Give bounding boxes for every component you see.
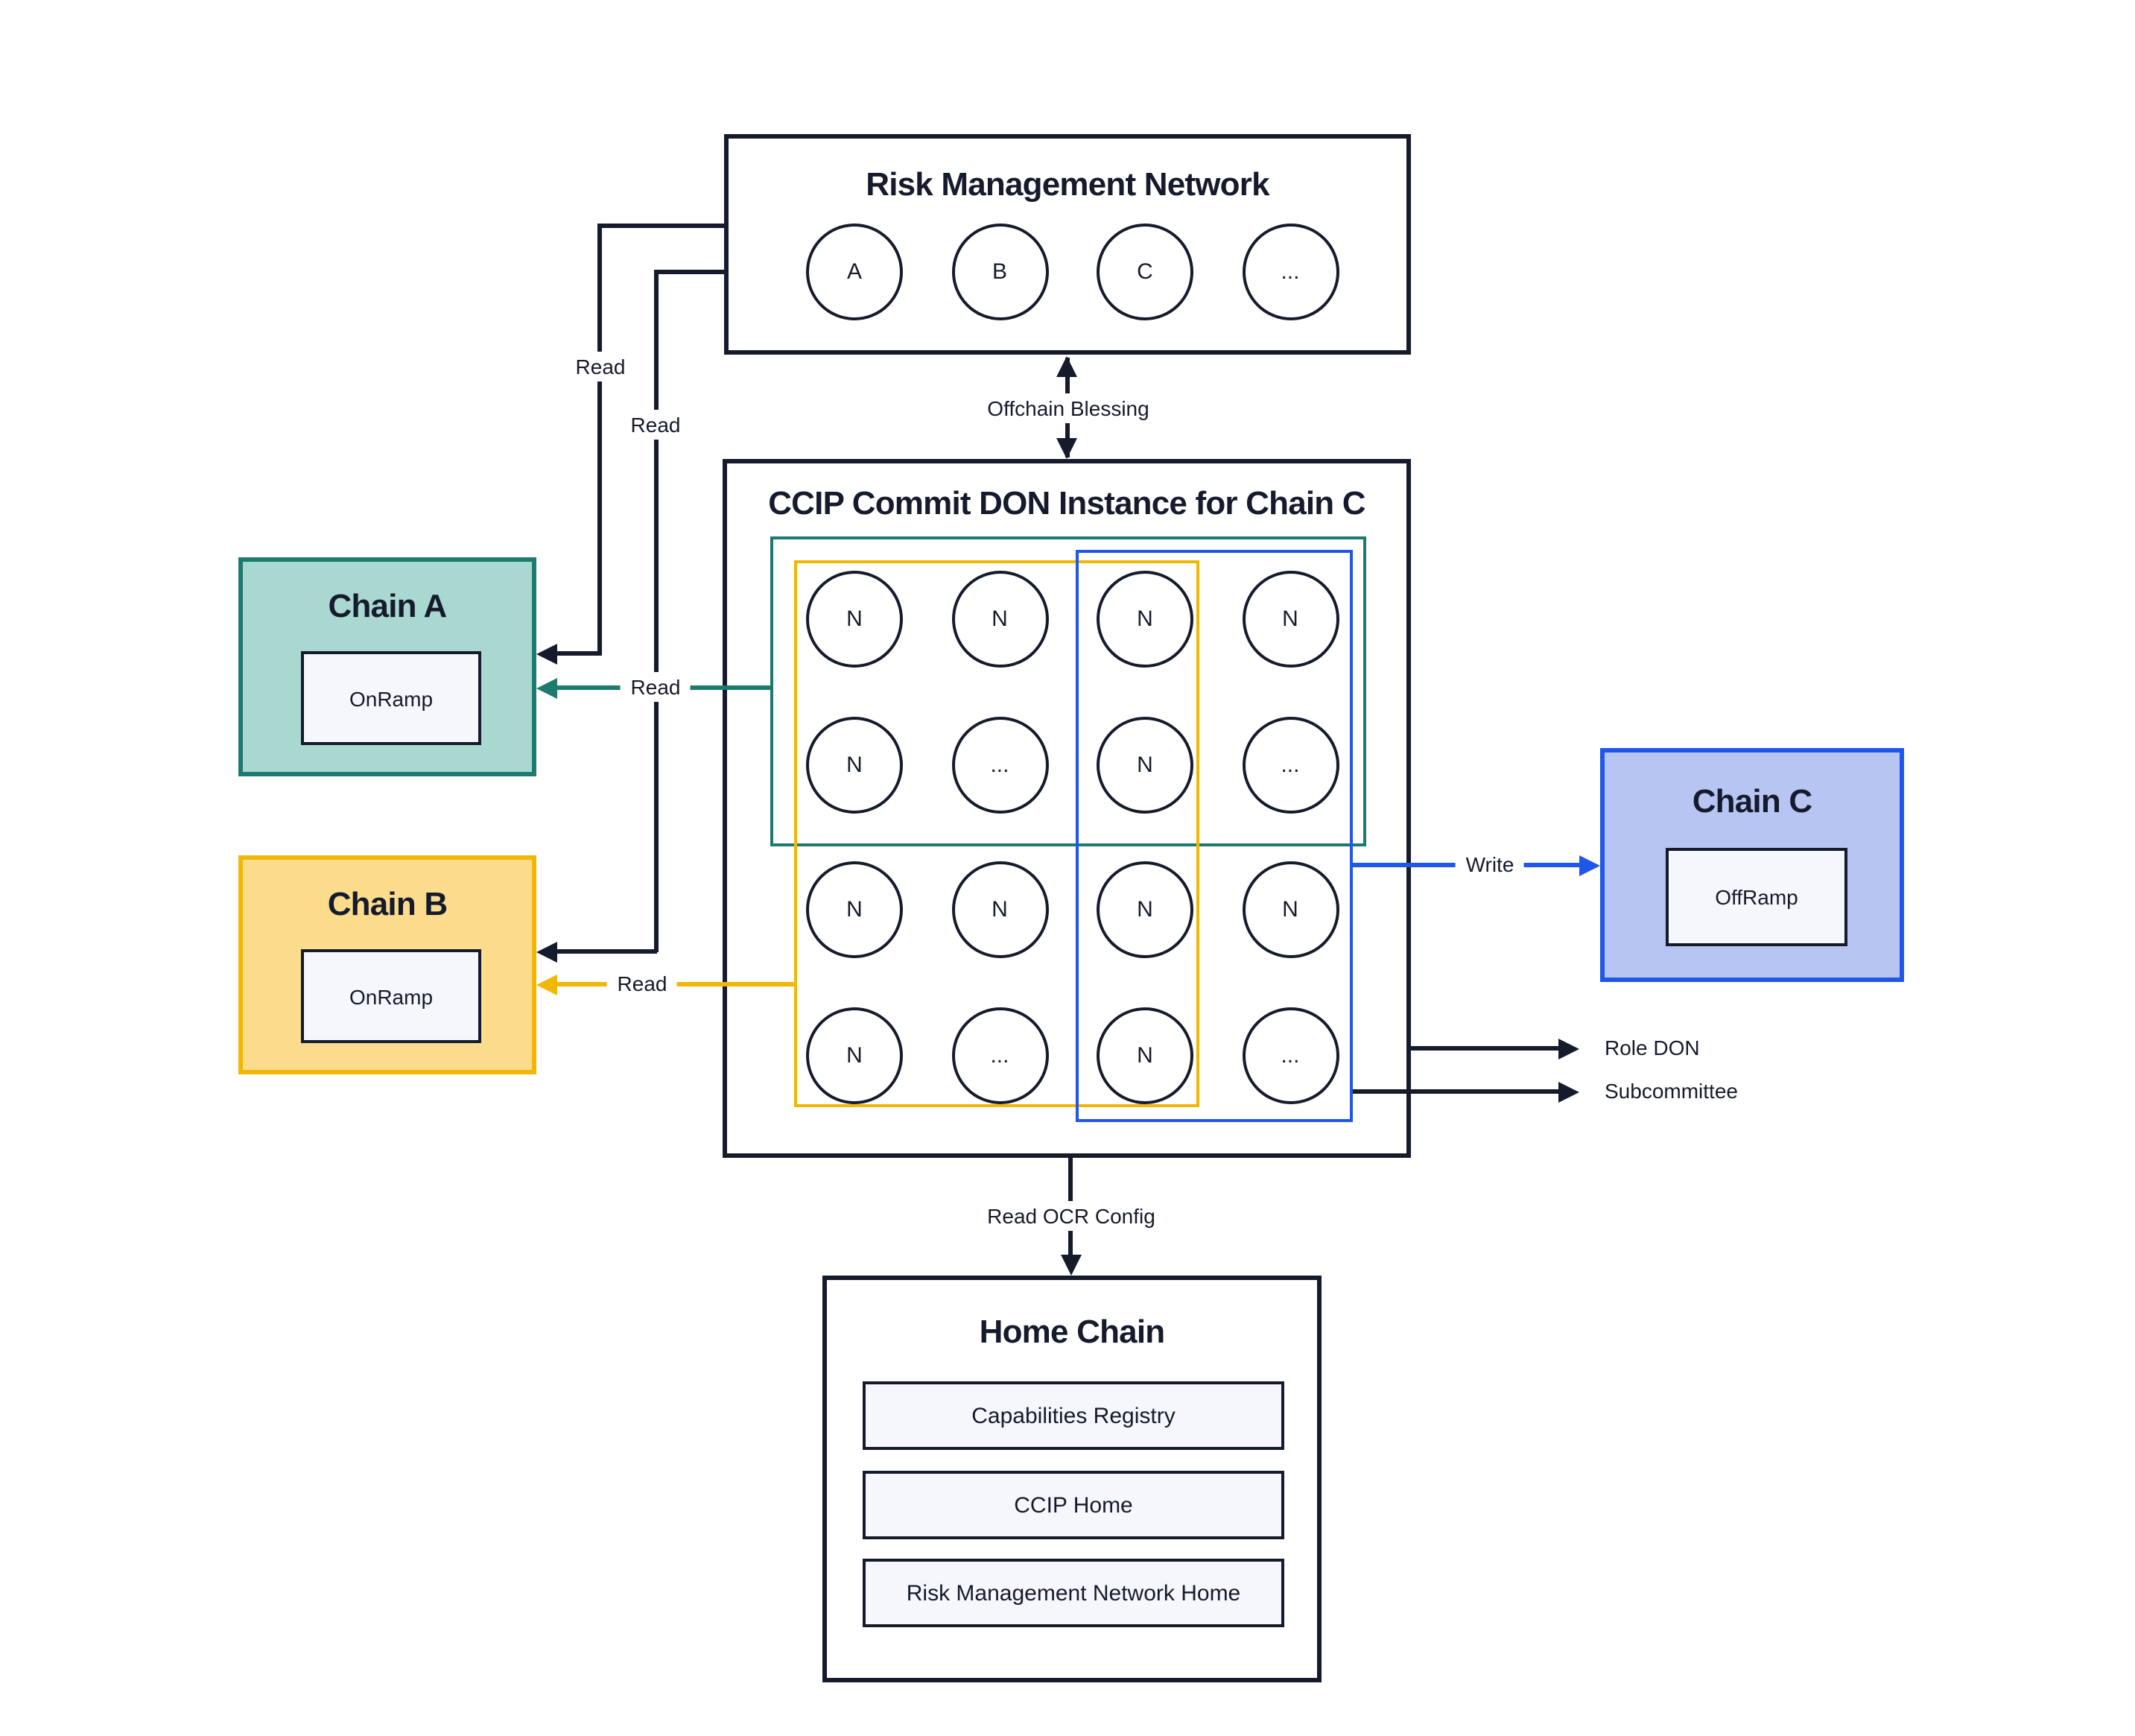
don-node: ... [1242, 1007, 1339, 1103]
don-node: N [1097, 716, 1193, 813]
edge-rmn-chain-b-seg2 [654, 270, 659, 952]
chain-c-subcommittee-rect [1076, 550, 1353, 1122]
edge-read-ocr-label: Read OCR Config [977, 1201, 1166, 1231]
don-node: N [806, 861, 903, 958]
don-node: ... [1242, 716, 1339, 813]
risk-management-network-title: Risk Management Network [866, 165, 1269, 203]
edge-don-chain-c-label: Write [1455, 849, 1525, 879]
chain-b-subcommittee-rect [794, 560, 1199, 1107]
chain-c-title: Chain C [1692, 782, 1812, 820]
chain-a-title: Chain A [328, 587, 448, 624]
don-node: N [951, 571, 1048, 668]
edge-rmn-chain-b-seg1 [656, 270, 726, 274]
edge-rmn-chain-a-seg3 [556, 651, 602, 656]
rmn-node: ... [1242, 224, 1339, 320]
chain-c-offramp-box: OffRamp [1666, 848, 1847, 946]
home-chain-box: Home Chain Capabilities Registry CCIP Ho… [822, 1276, 1322, 1682]
edge-rmn-chain-a-label: Read [565, 352, 636, 381]
edge-offchain-blessing-label: Offchain Blessing [977, 393, 1160, 423]
capabilities-registry-box: Capabilities Registry [863, 1381, 1284, 1450]
edge-subcommittee-arrowhead [1558, 1081, 1579, 1102]
edge-rmn-chain-a-seg1 [600, 224, 726, 228]
don-node: N [1242, 861, 1339, 958]
edge-rmn-chain-a-seg2 [597, 224, 602, 654]
edge-offchain-blessing-arrowhead-up [1056, 356, 1077, 377]
edge-don-chain-a-label: Read [620, 672, 691, 702]
home-chain-title: Home Chain [979, 1313, 1166, 1350]
ccip-home-box: CCIP Home [863, 1471, 1284, 1539]
edge-rmn-chain-b-label: Read [620, 410, 691, 440]
chain-b-title: Chain B [327, 885, 448, 922]
edge-don-chain-b-label: Read [606, 969, 678, 998]
edge-rmn-chain-a-arrowhead [536, 643, 557, 664]
chain-a-onramp-box: OnRamp [301, 651, 481, 745]
ccip-commit-don-title: CCIP Commit DON Instance for Chain C [768, 484, 1365, 522]
don-node: N [806, 571, 903, 668]
don-node: N [806, 716, 903, 813]
edge-don-chain-b-arrowhead [536, 974, 557, 995]
don-node: N [1097, 571, 1193, 668]
don-node: N [1242, 571, 1339, 668]
edge-rmn-chain-b-seg3 [556, 949, 657, 954]
edge-rmn-chain-b-arrowhead [536, 941, 557, 962]
don-node: N [1097, 861, 1193, 958]
chain-b-onramp-box: OnRamp [301, 949, 481, 1043]
chain-c-box: Chain C OffRamp [1600, 748, 1904, 982]
don-node: ... [951, 1007, 1048, 1103]
blessing-committee-rect [770, 536, 1366, 846]
edge-role-don-label: Role DON [1605, 1036, 1700, 1059]
rmn-node: A [806, 224, 903, 320]
edge-role-don-line [1411, 1046, 1558, 1051]
edge-read-ocr-arrowhead [1061, 1255, 1082, 1276]
rmn-node: C [1097, 224, 1193, 320]
risk-management-network-home-box: Risk Management Network Home [863, 1559, 1284, 1627]
edge-don-chain-a-arrowhead [536, 677, 557, 698]
edge-subcommittee-line [1353, 1089, 1558, 1094]
edge-don-chain-c-arrowhead [1579, 855, 1600, 875]
rmn-node: B [951, 224, 1048, 320]
don-node: N [806, 1007, 903, 1103]
edge-offchain-blessing-arrowhead-down [1056, 438, 1077, 459]
chain-b-box: Chain B OnRamp [238, 855, 536, 1074]
chain-a-box: Chain A OnRamp [238, 557, 536, 776]
edge-subcommittee-label: Subcommittee [1605, 1079, 1738, 1103]
don-node: N [1097, 1007, 1193, 1103]
don-node: ... [951, 716, 1048, 813]
don-node: N [951, 861, 1048, 958]
edge-role-don-arrowhead [1558, 1038, 1579, 1059]
